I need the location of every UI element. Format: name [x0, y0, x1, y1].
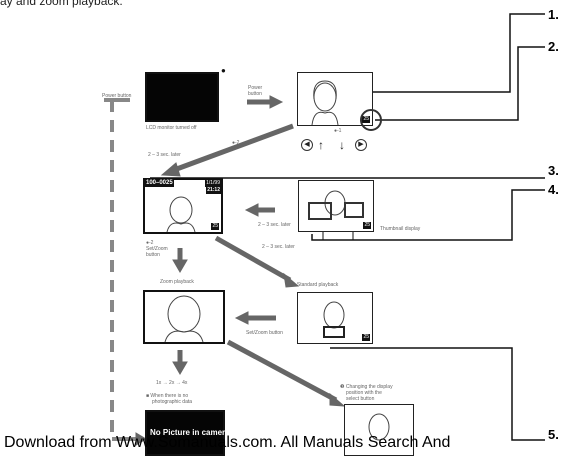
frame-count: 25 — [363, 222, 371, 229]
set-zoom-label-2: button — [146, 252, 160, 258]
left-button[interactable]: ◀ — [301, 139, 313, 151]
date: 1/1/99 — [205, 180, 221, 187]
up-button[interactable]: ↑ — [318, 138, 324, 152]
footer-text: Download from Www.Somanuals.com. All Man… — [4, 434, 450, 452]
later-label-a: 2 – 3 sec. later — [148, 152, 181, 158]
standard-playback-screen: 25 — [297, 292, 373, 344]
callout-5: 5. — [548, 428, 559, 441]
step-marker: ● — [221, 68, 226, 74]
standard-playback-label: ●-1 Standard playback — [288, 282, 338, 288]
no-data-note-2: photographic data — [152, 399, 192, 405]
callout-3: 3. — [548, 164, 559, 177]
step2-top: ●-2 — [232, 140, 239, 146]
frame-count: 25 — [362, 334, 370, 341]
info-screen: 100–0025 1/1/99 21:12 25 — [143, 178, 223, 234]
changing-label-3: select button — [346, 396, 374, 402]
callout-4: 4. — [548, 183, 559, 196]
power-button-label: Power button — [102, 93, 131, 99]
zoom-screen — [143, 290, 225, 344]
thumbnail-screen: 25 — [298, 180, 374, 232]
file-number: 100–0025 — [145, 180, 174, 187]
thumbnail-label: Thumbnail display — [380, 226, 420, 232]
right-button[interactable]: ▶ — [355, 139, 367, 151]
zoom-playback-label: Zoom playback — [160, 279, 194, 285]
time: 21:12 — [206, 187, 221, 194]
zoom-levels: 1x → 2x → 4x — [156, 380, 187, 386]
set-zoom-button-label: Set/Zoom button — [246, 330, 283, 336]
later-label-c: 2 – 3 sec. later — [262, 244, 295, 250]
step1-top: ●-1 — [334, 128, 341, 134]
lcd-off-screen — [145, 72, 219, 122]
portrait-image — [298, 293, 372, 343]
callout-2: 2. — [548, 40, 559, 53]
zoomed-portrait — [145, 292, 223, 342]
callout-1: 1. — [548, 8, 559, 21]
power-label-2: button — [248, 91, 262, 97]
lcd-off-label: LCD monitor turned off — [146, 125, 197, 131]
later-label-b: 2 – 3 sec. later — [258, 222, 291, 228]
top-text: ay and zoom playback. — [0, 0, 123, 8]
highlight-circle — [360, 109, 382, 131]
down-button[interactable]: ↓ — [339, 138, 345, 152]
frame-count: 25 — [211, 223, 219, 230]
thumbnail-image — [299, 181, 373, 231]
